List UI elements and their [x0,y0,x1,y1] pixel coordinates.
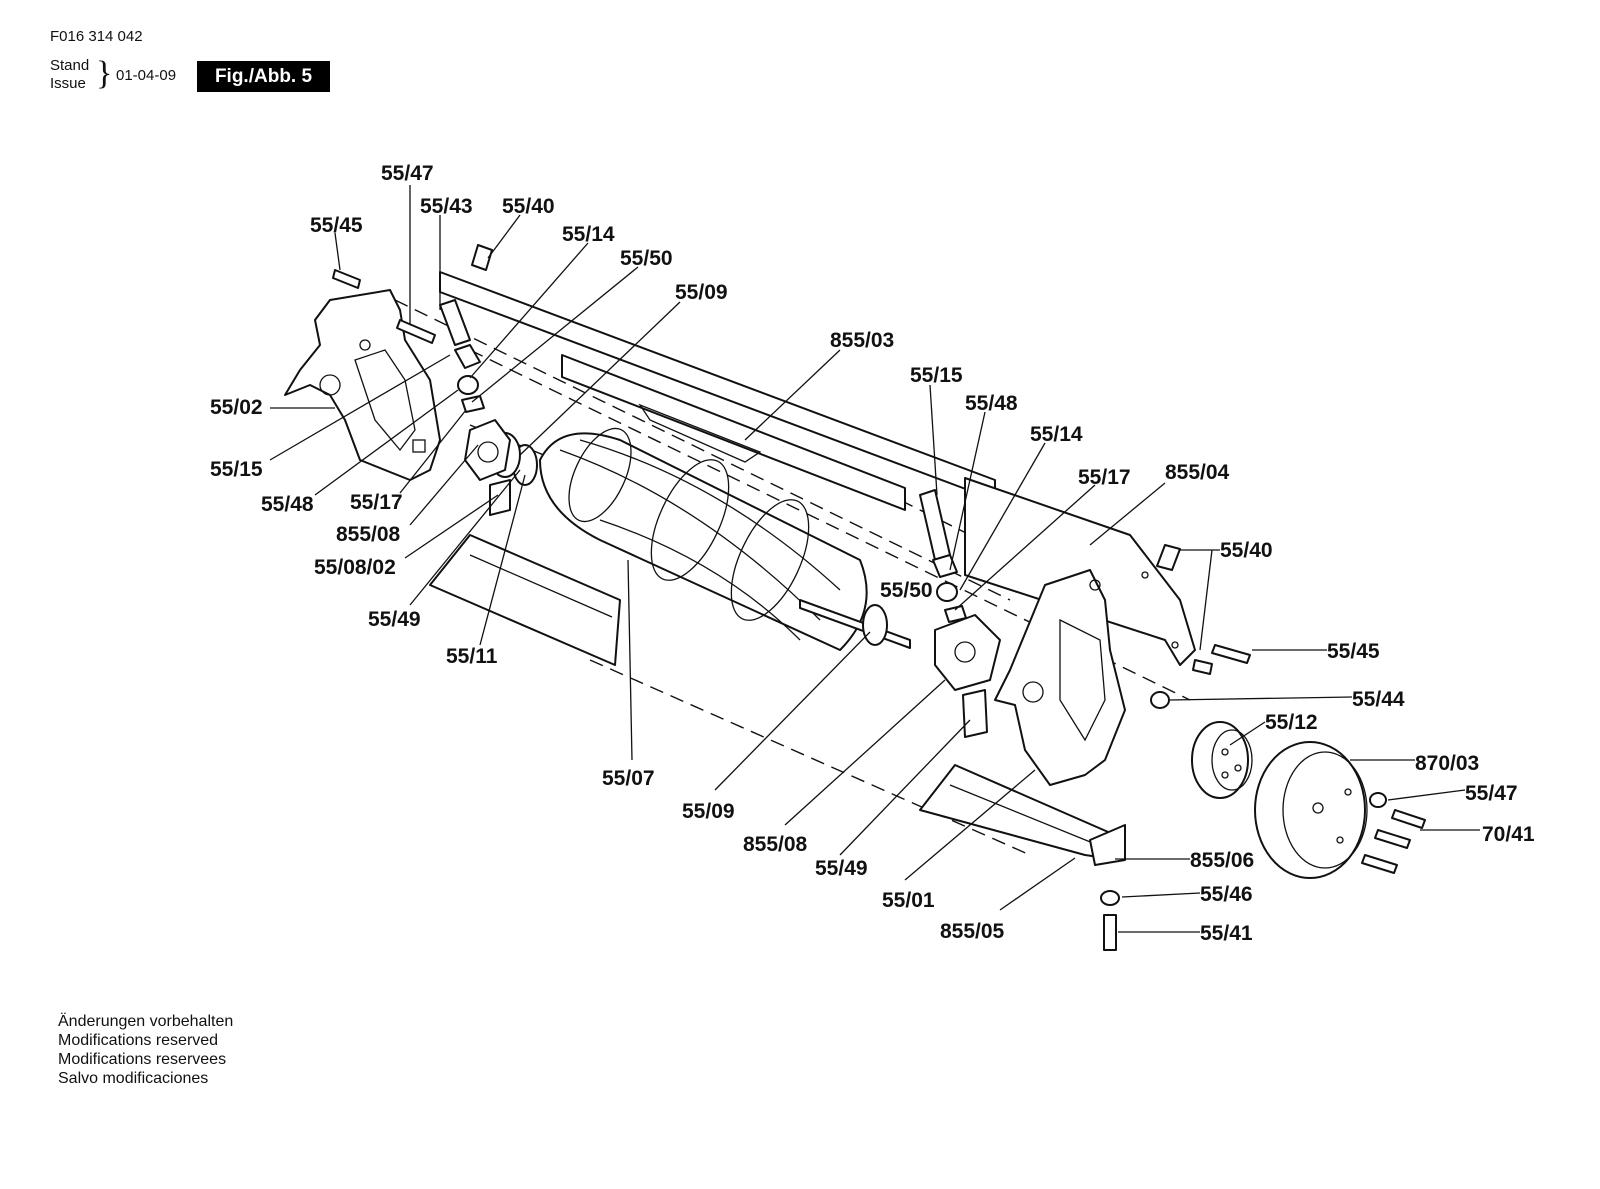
left-side-plate [284,289,441,481]
label-55-49a: 55/49 [368,608,421,631]
label-55-17b: 55/17 [1078,466,1131,489]
disclaimer-line-fr: Modifications reservees [58,1051,227,1068]
stand-label: Stand [50,57,90,74]
label-55-45a: 55/45 [310,214,363,237]
label-55-09b: 55/09 [682,800,735,823]
label-55-47b: 55/47 [1465,782,1518,805]
label-55-44: 55/44 [1352,688,1405,711]
disclaimer-block: Änderungen vorbehalten Modifications res… [58,1012,233,1088]
label-855-03: 855/03 [830,329,894,352]
label-55-17a: 55/17 [350,491,403,514]
figure-badge: Fig./Abb. 5 [197,61,330,92]
label-55-07: 55/07 [602,767,655,790]
label-55-09a: 55/09 [675,281,728,304]
label-55-01: 55/01 [882,889,935,912]
label-870-03: 870/03 [1415,752,1479,775]
label-55-14b: 55/14 [1030,423,1083,446]
label-855-04: 855/04 [1165,461,1230,484]
label-55-15b: 55/15 [910,364,963,387]
upper-crossbar [439,271,1196,666]
disclaimer-line-es: Salvo modificaciones [58,1070,209,1087]
label-855-08b: 855/08 [743,833,808,856]
label-55-50b: 55/50 [880,579,933,602]
stand-issue-block: Stand Issue } 01-04-09 [50,55,190,98]
pulley-assembly [1191,721,1368,879]
right-bearing-parts [919,489,1001,738]
reel-cylinder [489,427,911,651]
label-55-15a: 55/15 [210,458,263,481]
document-code: F016 314 042 [50,28,143,45]
label-70-41: 70/41 [1482,823,1535,846]
issue-label: Issue [50,75,86,92]
label-855-06: 855/06 [1190,849,1254,872]
label-55-43: 55/43 [420,195,473,218]
disclaimer-line-en: Modifications reserved [58,1032,219,1049]
label-55-46: 55/46 [1200,883,1253,906]
disclaimer-line-de: Änderungen vorbehalten [58,1013,234,1030]
lower-left-cutter-bar [429,534,621,666]
right-side-plate [994,569,1126,786]
label-55-12: 55/12 [1265,711,1318,734]
label-55-40a: 55/40 [502,195,555,218]
label-55-41: 55/41 [1200,922,1253,945]
label-55-45b: 55/45 [1327,640,1380,663]
label-55-50a: 55/50 [620,247,673,270]
brace-symbol: } [96,55,113,92]
label-855-05: 855/05 [940,920,1005,943]
label-55-11: 55/11 [446,645,498,668]
label-855-08a: 855/08 [336,523,401,546]
label-55-02: 55/02 [210,396,263,419]
label-55-48b: 55/48 [965,392,1018,415]
label-55-48a: 55/48 [261,493,314,516]
stand-date: 01-04-09 [116,67,177,84]
label-55-49b: 55/49 [815,857,868,880]
leader-lines [269,185,1480,933]
left-bearing-parts [332,244,511,516]
label-55-08-02: 55/08/02 [314,556,396,579]
label-55-14a: 55/14 [562,223,615,246]
label-55-40b: 55/40 [1220,539,1273,562]
lower-right-cutter-bar [919,764,1126,866]
part-labels: 55/47 55/43 55/40 55/45 55/14 55/50 55/0… [210,162,1535,945]
right-fasteners [1100,544,1426,951]
label-55-47a: 55/47 [381,162,434,185]
